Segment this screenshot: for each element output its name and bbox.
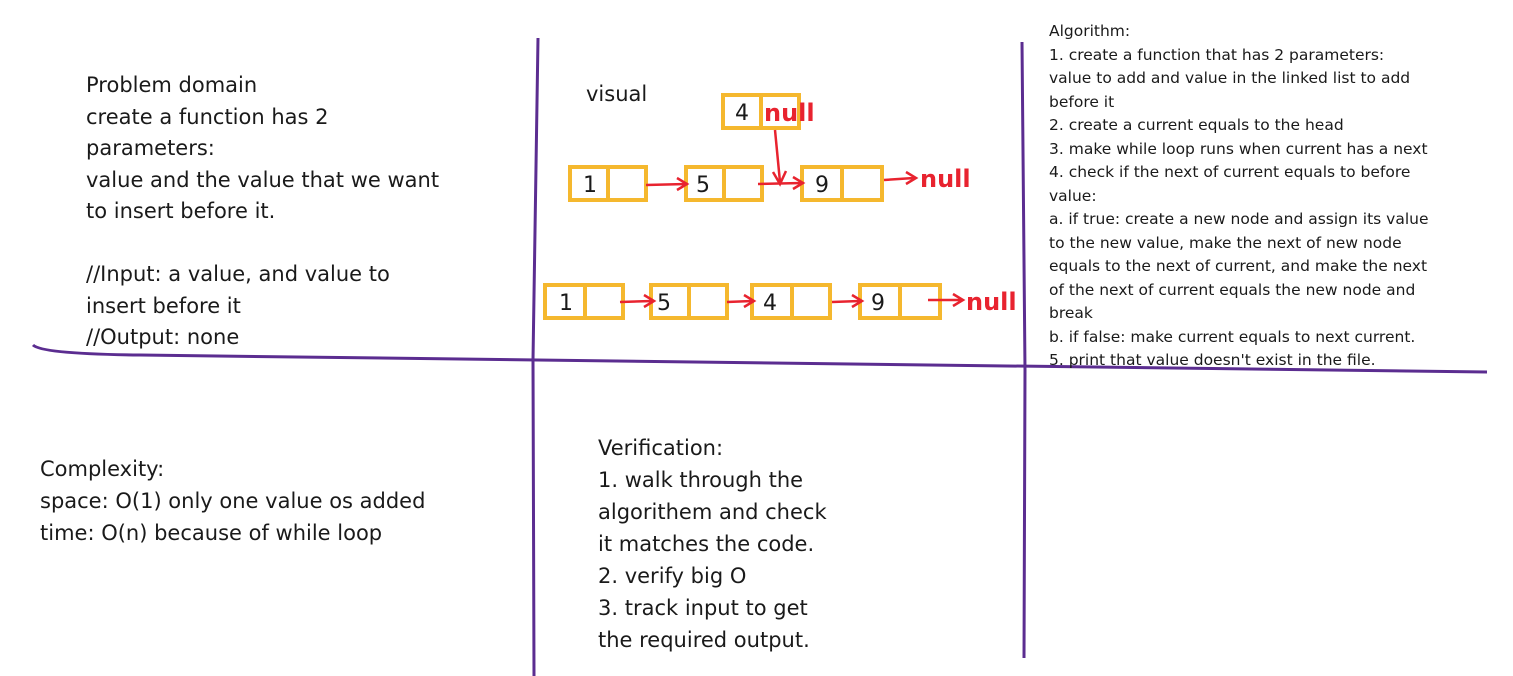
after-arrow-1 bbox=[619, 293, 657, 309]
after-node-3-value: 4 bbox=[763, 291, 777, 316]
horizontal-divider bbox=[31, 343, 1488, 374]
problem-domain-text: Problem domain create a function has 2 p… bbox=[86, 73, 440, 349]
new-node: 4 null bbox=[721, 93, 815, 130]
before-list: 1 5 9 null bbox=[568, 165, 971, 202]
complexity-text: Complexity: space: O(1) only one value o… bbox=[40, 457, 426, 545]
before-node-2-value: 5 bbox=[696, 173, 710, 198]
before-node-3-value: 9 bbox=[815, 173, 829, 198]
after-null-label: null bbox=[966, 288, 1017, 316]
insert-arrow bbox=[771, 129, 788, 187]
after-node-4-value: 9 bbox=[871, 291, 885, 316]
verification-text: Verification: 1. walk through the algori… bbox=[598, 436, 827, 652]
before-arrow-2 bbox=[757, 175, 806, 191]
right-vertical-divider bbox=[1020, 41, 1027, 659]
after-list: 1 5 4 9 null bbox=[543, 283, 1017, 320]
before-node-1-value: 1 bbox=[583, 173, 597, 198]
after-arrow-3 bbox=[831, 293, 865, 309]
new-node-value: 4 bbox=[735, 101, 749, 126]
before-arrow-1 bbox=[645, 176, 690, 192]
before-arrow-3 bbox=[883, 170, 919, 186]
after-node-1-value: 1 bbox=[559, 291, 573, 316]
visual-label: visual bbox=[586, 82, 648, 106]
after-arrow-2 bbox=[726, 293, 757, 309]
new-node-null-label: null bbox=[764, 99, 815, 127]
algorithm-text: Algorithm: 1. create a function that has… bbox=[1049, 22, 1429, 369]
after-node-2-value: 5 bbox=[657, 291, 671, 316]
after-arrow-4 bbox=[928, 292, 966, 308]
before-null-label: null bbox=[920, 165, 971, 193]
left-vertical-divider bbox=[531, 37, 540, 676]
